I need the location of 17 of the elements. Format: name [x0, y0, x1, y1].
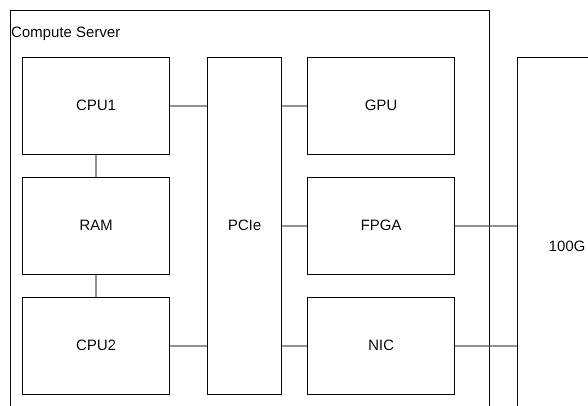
- component-box: [307, 57, 455, 155]
- group-title: Compute Server: [11, 24, 120, 41]
- component-box: [307, 177, 455, 275]
- component-box: [22, 57, 170, 155]
- component-label: 100G: [548, 236, 586, 257]
- component-label: PCIe: [228, 216, 262, 236]
- component-label: NIC: [368, 336, 394, 356]
- component-box: [207, 57, 282, 395]
- component-box: [22, 297, 170, 395]
- component-box: [307, 297, 455, 395]
- component-label: CPU1: [76, 96, 116, 116]
- component-label: RAM: [79, 216, 113, 236]
- component-box: [22, 177, 170, 275]
- component-label: CPU2: [76, 336, 116, 356]
- component-label: GPU: [364, 96, 398, 116]
- component-label: FPGA: [360, 216, 402, 236]
- server-frame: [10, 10, 490, 406]
